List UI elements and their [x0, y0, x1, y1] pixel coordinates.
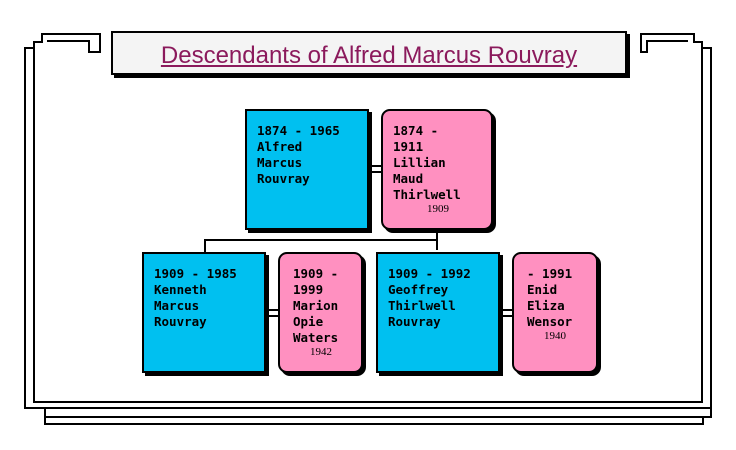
person-name-line: Opie [293, 314, 324, 329]
marriage-year: 1942 [310, 346, 332, 358]
person-kenneth: 1909 - 1985 Kenneth Marcus Rouvray [142, 252, 266, 373]
person-enid: - 1991 Enid Eliza Wensor 1940 [512, 252, 598, 373]
couple-connector-top [368, 165, 382, 167]
person-name-line: Marcus [257, 155, 303, 170]
person-name-line: Enid [527, 282, 558, 297]
person-dates: 1909 - 1985 [154, 266, 237, 281]
person-name-line: Lillian [393, 155, 446, 170]
person-name-line: Maud [393, 171, 424, 186]
person-name-line: Thirlwell [388, 298, 456, 313]
person-name-line: Marion [293, 298, 339, 313]
person-name-line: Waters [293, 330, 339, 345]
person-alfred: 1874 - 1965 Alfred Marcus Rouvray [245, 109, 369, 230]
person-dates: 1911 [393, 139, 424, 154]
person-name-line: Wensor [527, 314, 573, 329]
person-dates: 1874 - [393, 123, 439, 138]
couple-connector-geoffrey [499, 315, 513, 317]
person-lillian: 1874 - 1911 Lillian Maud Thirlwell 1909 [381, 109, 493, 230]
person-name-line: Kenneth [154, 282, 207, 297]
person-name-line: Alfred [257, 139, 303, 154]
couple-connector-top [368, 171, 382, 173]
person-name-line: Rouvray [154, 314, 207, 329]
marriage-year: 1940 [544, 330, 566, 342]
person-name-line: Geoffrey [388, 282, 449, 297]
person-marion: 1909 - 1999 Marion Opie Waters 1942 [278, 252, 363, 373]
couple-connector-kenneth [265, 309, 279, 311]
person-name-line: Rouvray [388, 314, 441, 329]
child-drop-kenneth [204, 239, 206, 252]
chart-title: Descendants of Alfred Marcus Rouvray [160, 42, 578, 69]
sibling-line [204, 239, 438, 241]
couple-connector-geoffrey [499, 309, 513, 311]
couple-connector-kenneth [265, 315, 279, 317]
marriage-year: 1909 [427, 203, 449, 215]
person-dates: 1874 - 1965 [257, 123, 340, 138]
person-name-line: Thirlwell [393, 187, 461, 202]
person-geoffrey: 1909 - 1992 Geoffrey Thirlwell Rouvray [376, 252, 500, 373]
person-dates: 1999 [293, 282, 324, 297]
person-name-line: Rouvray [257, 171, 310, 186]
title-box: Descendants of Alfred Marcus Rouvray [111, 31, 627, 75]
person-dates: 1909 - [293, 266, 339, 281]
person-dates: 1909 - 1992 [388, 266, 471, 281]
person-dates: - 1991 [527, 266, 573, 281]
person-name-line: Marcus [154, 298, 200, 313]
person-name-line: Eliza [527, 298, 565, 313]
